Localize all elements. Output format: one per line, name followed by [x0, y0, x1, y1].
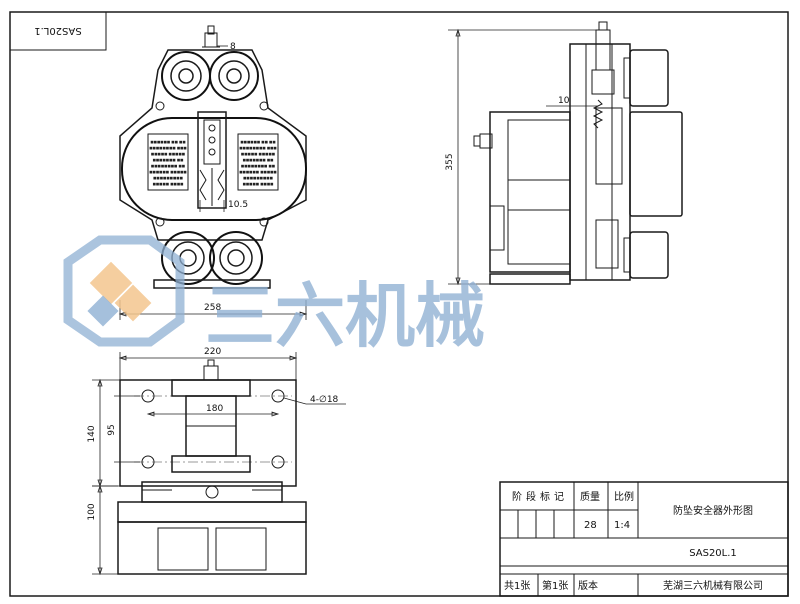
side-motor-middle — [629, 111, 683, 217]
side-base-foot — [489, 273, 571, 285]
side-bolt-lower — [489, 205, 505, 251]
watermark-text: 三六机械 — [205, 275, 485, 357]
tb-company: 芜湖三六机械有限公司 — [663, 579, 763, 592]
tb-header-mark-1: 标 — [540, 491, 550, 503]
dim-front-width: 258 — [204, 303, 221, 313]
side-top-bolt — [595, 29, 611, 71]
side-mount-plate — [569, 43, 631, 281]
nameplate-right-line: ■■■■■■■■ ■■■ — [239, 146, 277, 150]
dim-side-height: 355 — [445, 153, 455, 170]
dim-base-height: 100 — [87, 503, 97, 520]
dim-top-bolt: 8 — [230, 42, 236, 52]
bottom-housing — [117, 521, 307, 575]
nameplate-right-line: ■■■■■■■ ■■ — [243, 158, 274, 162]
dim-hole-spacing-x: 180 — [206, 404, 223, 414]
nameplate-right-line: ■■■■■ ■■■■■ — [241, 152, 275, 156]
nameplate-right-line: ■■■■■■ ■■ ■■ — [240, 140, 275, 144]
tb-header-stage-1: 阶 — [512, 490, 522, 503]
tb-sheet-current: 第1张 — [542, 579, 568, 592]
drawing-code-rotated: SAS20L.1 — [34, 25, 82, 36]
watermark-logo-icon — [63, 235, 185, 347]
tb-mass-value: 28 — [584, 520, 597, 531]
housing-hole — [259, 217, 269, 227]
housing-hole — [259, 101, 269, 111]
bottom-view: 220 180 140 95 100 4-∅18 — [87, 347, 346, 576]
side-housing-drum — [507, 119, 571, 265]
tb-sheets-total: 共1张 — [504, 580, 530, 592]
center-brake-mechanism — [197, 111, 227, 209]
side-spring — [592, 99, 604, 129]
dim-hole-spacing-y: 95 — [107, 424, 117, 435]
dim-gap: 10.5 — [228, 200, 248, 210]
nameplate-right-line: ■■■■■ ■■■■ — [243, 182, 274, 186]
front-base-foot — [153, 279, 271, 289]
nameplate-left-line: ■■■■■■■■ ■■■ — [149, 146, 187, 150]
tb-header-stage-2: 段 — [526, 490, 536, 503]
watermark: 三六机械 — [63, 235, 485, 357]
nameplate-right: ■■■■■■ ■■ ■■ ■■■■■■■■ ■■■ ■■■■■ ■■■■■ ■■… — [237, 133, 279, 191]
dim-side-offset: 10 — [558, 96, 570, 106]
nameplate-left-line: ■■■■■■■■■ — [153, 176, 183, 180]
roller-top-right — [209, 51, 259, 101]
nameplate-left-line: ■■■■■■■■ ■■ — [151, 164, 185, 168]
bottom-cylinder — [171, 359, 251, 473]
dim-holes-callout: 4-∅18 — [310, 395, 339, 405]
roller-top-left — [161, 51, 211, 101]
nameplate-right-line: ■■■■■■ ■■■■■ — [239, 170, 277, 174]
tb-scale-value: 1:4 — [614, 520, 630, 531]
top-adjust-bolt — [202, 25, 220, 48]
tb-drawing-title: 防坠安全器外形图 — [673, 504, 753, 517]
roller-bottom-right — [209, 231, 263, 285]
nameplate-left: ■■■■■■ ■■ ■■ ■■■■■■■■ ■■■ ■■■■■ ■■■■■ ■■… — [147, 133, 189, 191]
tb-drawing-number: SAS20L.1 — [689, 548, 737, 559]
side-motor-bottom — [629, 231, 669, 279]
bottom-body-lower — [117, 501, 307, 523]
side-housing-front — [489, 111, 571, 273]
housing-hole — [155, 217, 165, 227]
drawing-frame — [9, 11, 789, 597]
tb-header-mark-2: 记 — [554, 491, 564, 503]
tb-mass-label: 质量 — [580, 491, 600, 503]
dim-plate-width: 220 — [204, 347, 221, 357]
dim-plate-height: 140 — [87, 425, 97, 442]
nameplate-left-line: ■■■■■■ ■■ ■■ — [150, 140, 185, 144]
nameplate-left-line: ■■■■■■ ■■■■■ — [149, 170, 187, 174]
side-motor-top — [629, 49, 669, 107]
front-view: ■■■■■■ ■■ ■■ ■■■■■■■■ ■■■ ■■■■■ ■■■■■ ■■… — [118, 25, 308, 320]
nameplate-left-line: ■■■■■ ■■■■ — [153, 182, 184, 186]
drawing-code-box: SAS20L.1 — [9, 11, 107, 51]
nameplate-left-line: ■■■■■■■ ■■ — [153, 158, 184, 162]
tb-version-label: 版本 — [578, 579, 598, 592]
bottom-body-upper — [141, 481, 283, 503]
nameplate-left-line: ■■■■■ ■■■■■ — [151, 152, 185, 156]
title-block: 阶 段 标 记 质量 比例 28 1:4 防坠安全器外形图 SAS20L.1 共… — [499, 481, 789, 597]
front-oval-body — [121, 117, 307, 221]
tb-scale-label: 比例 — [614, 490, 634, 503]
nameplate-right-line: ■■■■■■■■ ■■ — [241, 164, 275, 168]
nameplate-right-line: ■■■■■■■■■ — [243, 176, 273, 180]
side-view: 355 10 — [445, 21, 683, 286]
housing-hole — [155, 101, 165, 111]
